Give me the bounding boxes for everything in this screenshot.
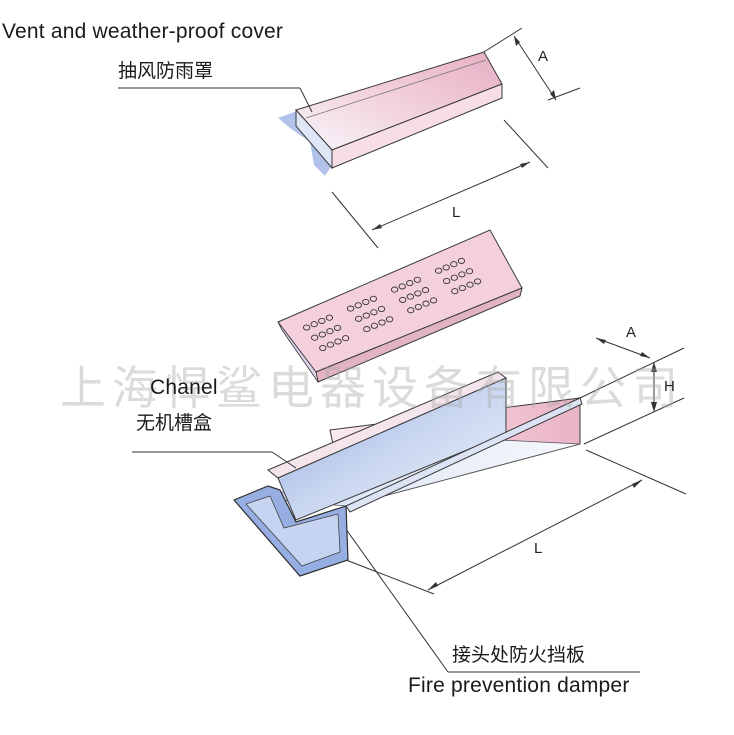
- channel-dimension-h: [583, 362, 685, 445]
- perforation-hole: [354, 302, 362, 309]
- vent-cover-part: [278, 51, 503, 176]
- perforation-hole: [310, 321, 318, 328]
- perforation-hole: [450, 274, 458, 281]
- perforation-hole: [318, 331, 326, 338]
- perforation-hole: [457, 257, 466, 264]
- perforation-hole: [302, 324, 311, 331]
- perforation-hole: [377, 305, 386, 313]
- perforation-hole: [451, 288, 459, 295]
- perforation-hole: [341, 335, 350, 342]
- perforation-hole: [399, 296, 407, 303]
- channel-label-en: Chanel: [150, 376, 218, 399]
- perforation-hole: [363, 326, 371, 333]
- vent-cover-label-cn: 抽风防雨罩: [118, 60, 214, 82]
- perforation-hole: [434, 267, 443, 274]
- perforation-hole: [406, 293, 414, 300]
- perforation-hole: [458, 284, 467, 292]
- channel-end-inner: [245, 495, 341, 567]
- perforation-hole: [318, 317, 326, 324]
- vent-cover-side: [331, 83, 503, 169]
- perforation-hole: [406, 280, 414, 287]
- channel-dimension-l: [345, 449, 687, 595]
- perforation-hole: [370, 309, 378, 316]
- perforation-hole: [333, 324, 342, 331]
- damper-leader: [337, 517, 449, 673]
- cover-dimension-l-label: L: [452, 204, 461, 221]
- perforation-hole: [443, 277, 451, 285]
- perforation-hole: [414, 290, 422, 297]
- perforation-hole: [326, 341, 335, 348]
- perforation-hole: [326, 328, 334, 335]
- vent-cover-leader-2: [299, 87, 313, 113]
- perforation-hole: [407, 307, 415, 314]
- damper-plate-fold: [277, 321, 319, 383]
- cover-dimension-a-label: A: [538, 48, 549, 65]
- perforation-hole: [355, 315, 363, 322]
- company-watermark: 上海悍鲨电器设备有限公司: [60, 361, 684, 415]
- perforation-hole: [325, 314, 334, 321]
- perforation-hole: [362, 298, 370, 306]
- perforation-hole: [334, 338, 342, 345]
- perforation-hole: [473, 278, 482, 285]
- channel-front-wall: [345, 397, 583, 513]
- damper-perforations: [302, 257, 482, 352]
- perforation-hole: [458, 271, 466, 278]
- perforation-hole: [370, 322, 379, 329]
- damper-label-en: Fire prevention damper: [408, 674, 630, 697]
- perforation-hole: [442, 264, 450, 271]
- channel-leader-2: [271, 451, 297, 469]
- damper-plate: [277, 229, 523, 383]
- perforation-hole: [385, 316, 394, 323]
- perforation-hole: [414, 303, 423, 310]
- perforation-hole: [378, 319, 386, 326]
- vent-cover-inner-edge: [305, 59, 487, 119]
- perforation-hole: [429, 297, 438, 304]
- perforation-hole: [362, 312, 370, 319]
- vent-cover-label-en: Vent and weather-proof cover: [2, 20, 284, 43]
- perforation-hole: [413, 276, 422, 283]
- channel-dimension-l-label: L: [534, 540, 543, 557]
- perforation-hole: [466, 281, 474, 288]
- perforation-hole: [450, 261, 458, 268]
- cover-dimension-a: [483, 27, 581, 101]
- channel-part: [232, 371, 583, 577]
- channel-label-cn: 无机槽盒: [136, 412, 213, 434]
- perforation-hole: [311, 334, 319, 341]
- cover-dimension-l: [331, 119, 549, 249]
- damper-label-cn: 接头处防火挡板: [452, 644, 586, 666]
- perforation-hole: [390, 286, 399, 293]
- channel-dimension-a: [579, 337, 685, 399]
- perforation-hole: [319, 344, 327, 352]
- perforation-hole: [422, 300, 430, 307]
- channel-dimension-h-label: H: [664, 378, 675, 395]
- perforation-hole: [346, 305, 355, 312]
- perforation-hole: [465, 268, 474, 275]
- perforation-hole: [369, 295, 378, 302]
- perforation-hole: [421, 287, 430, 294]
- channel-dimension-a-label: A: [626, 324, 637, 341]
- perforation-hole: [398, 283, 406, 290]
